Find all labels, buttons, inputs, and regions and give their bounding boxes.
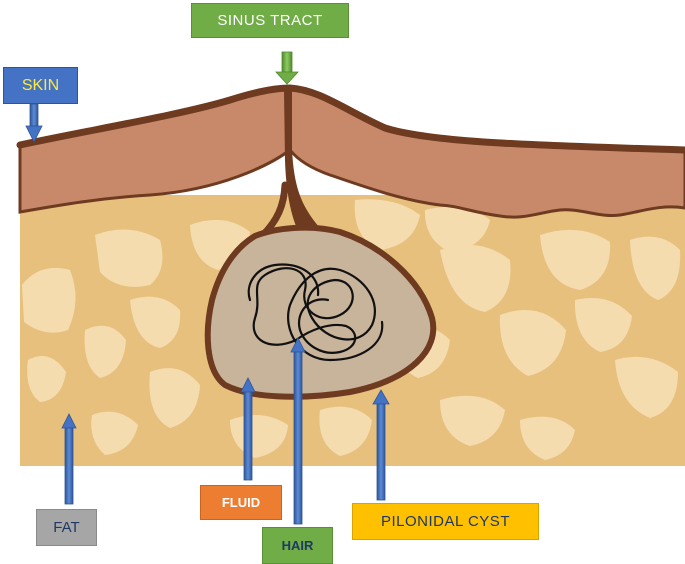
skin-label: SKIN bbox=[3, 67, 78, 104]
pilonidal-cyst-label: PILONIDAL CYST bbox=[352, 503, 539, 540]
pilonidal-cyst bbox=[204, 224, 437, 400]
hair-arrow bbox=[290, 337, 306, 525]
fat-arrow bbox=[61, 413, 77, 505]
hair-tangle bbox=[247, 263, 384, 362]
skin-surface bbox=[16, 84, 685, 154]
fat-lobules bbox=[22, 199, 681, 460]
sinus-tract bbox=[284, 90, 320, 235]
hair-label: HAIR bbox=[262, 527, 333, 564]
sinus-tract-arrow bbox=[275, 51, 299, 85]
fluid-arrow bbox=[240, 377, 256, 481]
sinus-tract-label: SINUS TRACT bbox=[191, 3, 349, 38]
skin-arrow bbox=[25, 103, 43, 143]
pilonidal-cyst-arrow bbox=[372, 389, 390, 501]
fat-label: FAT bbox=[36, 509, 97, 546]
fluid-label: FLUID bbox=[200, 485, 282, 520]
